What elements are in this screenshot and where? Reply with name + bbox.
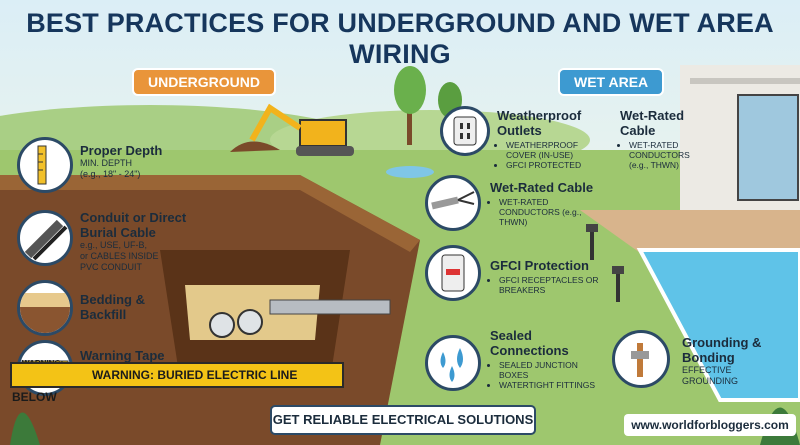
sealed-connections-text: Sealed Connections SEALED JUNCTION BOXES…	[490, 328, 600, 390]
weatherproof-outlets-text: Weatherproof Outlets WEATHERPROOF COVER …	[497, 108, 607, 170]
warning-tape-heading: Warning Tape	[80, 348, 165, 363]
gfci-heading: GFCI Protection	[490, 258, 589, 273]
grounding-detail-1: EFFECTIVE	[682, 365, 732, 375]
proper-depth-detail-2: (e.g., 18" - 24")	[80, 169, 141, 179]
pool	[636, 248, 800, 402]
water-drops-icon	[425, 335, 481, 391]
weatherproof-heading: Weatherproof Outlets	[497, 108, 582, 138]
grounding-bonding-text: Grounding & Bonding EFFECTIVE GROUNDING	[682, 335, 782, 387]
conduit-heading-2: Burial Cable	[80, 225, 156, 240]
cta-banner[interactable]: GET RELIABLE ELECTRICAL SOLUTIONS	[270, 405, 536, 435]
bedding-text: Bedding & Backfill	[80, 292, 145, 322]
wet-rated-cable-top-bullet: WET-RATED CONDUCTORS (e.g., THWN)	[629, 140, 700, 170]
wet-rated-cable-heading: Wet-Rated Cable	[490, 180, 594, 195]
grounding-rod-icon	[612, 330, 670, 388]
wet-rated-cable-bullet: WET-RATED CONDUCTORS (e.g., THWN)	[499, 197, 600, 227]
wet-rated-cable-top-heading: Wet-Rated Cable	[620, 108, 685, 138]
wet-rated-cable-text: Wet-Rated Cable WET-RATED CONDUCTORS (e.…	[490, 180, 600, 227]
weatherproof-outlet-icon	[440, 106, 490, 156]
bedding-heading-2: Backfill	[80, 307, 127, 322]
underground-section-label: UNDERGROUND	[132, 68, 276, 96]
weatherproof-bullet-1: WEATHERPROOF COVER (IN-USE)	[506, 140, 607, 160]
sealed-bullet-2: WATERTIGHT FITTINGS	[499, 380, 600, 390]
conduit-heading-1: Conduit or Direct	[80, 210, 187, 225]
warning-tape-text: WARNING: BURIED ELECTRIC LINE BELOW	[12, 368, 298, 404]
conduit-detail-2: or CABLES INSIDE	[80, 251, 159, 261]
proper-depth-heading: Proper Depth	[80, 143, 163, 158]
website-url[interactable]: www.worldforbloggers.com	[624, 414, 796, 436]
bedding-heading-1: Bedding &	[80, 292, 145, 307]
sealed-heading-1: Sealed	[490, 328, 532, 343]
grounding-detail-2: GROUNDING	[682, 376, 738, 386]
warning-tape-banner: WARNING: BURIED ELECTRIC LINE BELOW	[10, 362, 344, 404]
grounding-heading-2: Bonding	[682, 350, 735, 365]
bedding-layers-icon	[17, 280, 73, 336]
page-title: BEST PRACTICES FOR UNDERGROUND AND WET A…	[26, 8, 774, 69]
ruler-icon	[17, 137, 73, 193]
gfci-protection-text: GFCI Protection GFCI RECEPTACLES OR BREA…	[490, 258, 600, 295]
conduit-detail-3: PVC CONDUIT	[80, 262, 143, 272]
wet-area-section-label: WET AREA	[558, 68, 665, 96]
sealed-heading-2: Connections	[490, 343, 569, 358]
grounding-heading-1: Grounding &	[682, 335, 762, 350]
conduit-detail-1: e.g., USE, UF-B,	[80, 240, 148, 250]
sealed-bullet-1: SEALED JUNCTION BOXES	[499, 360, 600, 380]
wet-rated-cable-top-text: Wet-Rated Cable WET-RATED CONDUCTORS (e.…	[620, 108, 700, 170]
conduit-text: Conduit or Direct Burial Cable e.g., USE…	[80, 210, 186, 273]
gfci-bullet: GFCI RECEPTACLES OR BREAKERS	[499, 275, 600, 295]
proper-depth-text: Proper Depth MIN. DEPTH (e.g., 18" - 24"…	[80, 143, 162, 180]
cable-icon	[17, 210, 73, 266]
gfci-outlet-icon	[425, 245, 481, 301]
weatherproof-bullet-2: GFCI PROTECTED	[506, 160, 607, 170]
wet-rated-cable-icon	[425, 175, 481, 231]
proper-depth-detail-1: MIN. DEPTH	[80, 158, 133, 168]
